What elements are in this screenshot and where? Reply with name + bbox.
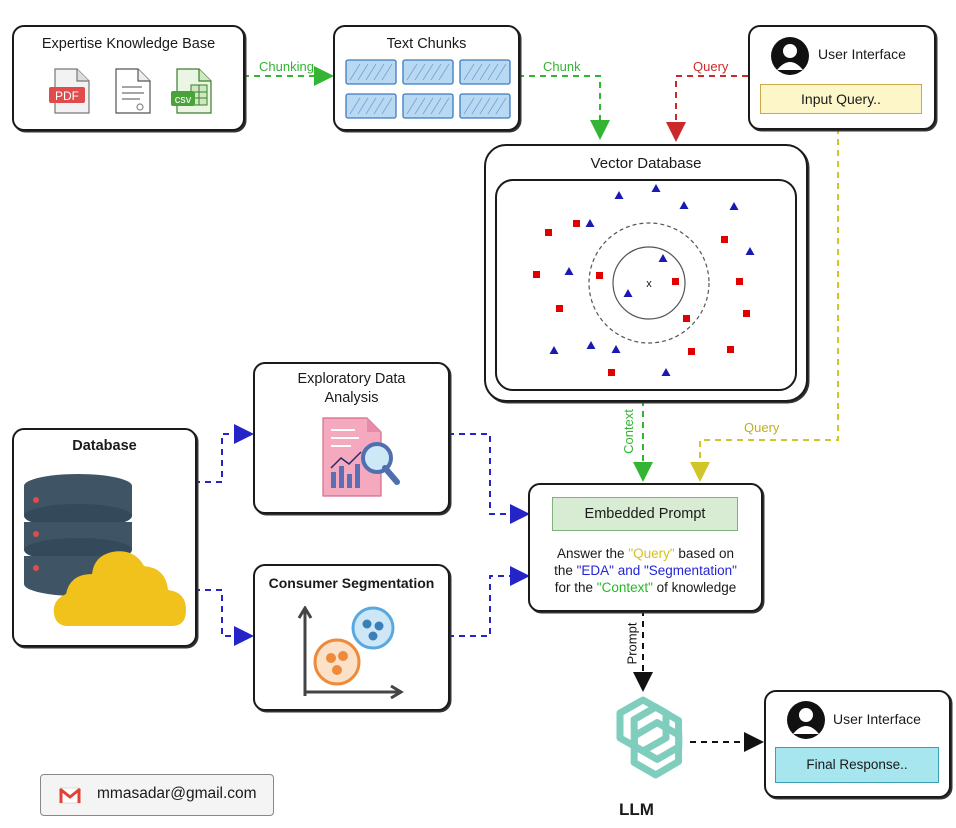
cluster-orange-icon	[313, 638, 361, 686]
red-points	[533, 220, 750, 376]
user-interface-bottom-title: User Interface	[833, 711, 921, 727]
arrow-chunk	[518, 75, 610, 140]
user-interface-top-box: User Interface Input Query..	[748, 25, 936, 130]
analysis-report-icon	[322, 417, 400, 497]
chunk-tiles	[345, 59, 511, 119]
vector-space-panel	[495, 179, 797, 391]
knowledge-base-box: Expertise Knowledge Base PDF csv	[12, 25, 245, 131]
email-contact[interactable]: mmasadar@gmail.com	[40, 774, 274, 816]
eda-title-line1: Exploratory Data	[297, 371, 406, 387]
embedded-prompt-box: Embedded Prompt Answer the "Query" based…	[528, 483, 763, 612]
prompt-query-token: "Query"	[628, 546, 675, 561]
user-avatar-icon	[787, 701, 825, 739]
query-point-marker: x	[646, 278, 652, 290]
segmentation-title: Consumer Segmentation	[268, 575, 435, 591]
prompt-line2-a: the	[554, 563, 577, 578]
user-avatar-icon	[771, 37, 809, 75]
arrow-query-side	[690, 128, 839, 482]
search-radius-inner	[612, 246, 686, 320]
prompt-line3-b: of knowledge	[652, 580, 737, 595]
eda-title-line2: Analysis	[324, 390, 379, 406]
document-file-icon	[115, 68, 151, 114]
user-interface-top-title: User Interface	[818, 46, 906, 62]
pdf-file-icon: PDF	[49, 68, 90, 114]
arrow-db-seg	[194, 589, 254, 646]
label-chunk: Chunk	[543, 59, 581, 74]
llm-label: LLM	[619, 800, 654, 819]
database-title: Database	[72, 438, 137, 454]
embedded-prompt-title: Embedded Prompt	[552, 497, 738, 531]
input-query-field[interactable]: Input Query..	[760, 84, 922, 114]
segmentation-chart-icon	[297, 606, 404, 700]
final-response-field: Final Response..	[775, 747, 939, 783]
csv-file-icon: csv	[171, 68, 212, 114]
arrow-db-eda	[194, 424, 254, 483]
text-chunks-title: Text Chunks	[386, 36, 467, 52]
eda-box: Exploratory Data Analysis	[253, 362, 450, 514]
cloud-icon	[53, 551, 186, 626]
server-stack-icon	[24, 474, 132, 596]
knowledge-base-title: Expertise Knowledge Base	[41, 36, 216, 52]
prompt-line1-a: Answer the	[557, 546, 629, 561]
label-chunking: Chunking	[259, 59, 314, 74]
arrow-query-top	[666, 75, 748, 142]
document-icons: PDF csv	[49, 68, 212, 114]
arrow-eda-prompt	[448, 433, 530, 524]
embedded-prompt-text: Answer the "Query" based on the "EDA" an…	[530, 545, 761, 596]
label-query-top: Query	[693, 59, 729, 74]
cluster-blue-icon	[351, 606, 395, 650]
prompt-line1-b: based on	[674, 546, 734, 561]
arrow-seg-prompt	[448, 566, 530, 637]
email-text: mmasadar@gmail.com	[97, 785, 257, 802]
blue-points	[549, 184, 755, 376]
llm-logo-icon	[616, 696, 683, 779]
user-interface-bottom-box: User Interface Final Response..	[764, 690, 951, 798]
gmail-icon	[59, 787, 81, 804]
svg-text:csv: csv	[175, 94, 192, 106]
search-radius-outer	[588, 222, 710, 344]
database-cloud-icon	[24, 474, 186, 626]
text-chunks-box: Text Chunks	[333, 25, 520, 131]
prompt-line3-a: for the	[554, 580, 597, 595]
prompt-context-token: "Context"	[596, 580, 653, 595]
label-query-side: Query	[744, 420, 780, 435]
database-box: Database	[12, 428, 197, 647]
vector-database-title: Vector Database	[590, 155, 702, 172]
svg-text:PDF: PDF	[55, 89, 79, 103]
prompt-eda-token: "EDA" and "Segmentation"	[576, 563, 737, 578]
segmentation-box: Consumer Segmentation	[253, 564, 450, 711]
